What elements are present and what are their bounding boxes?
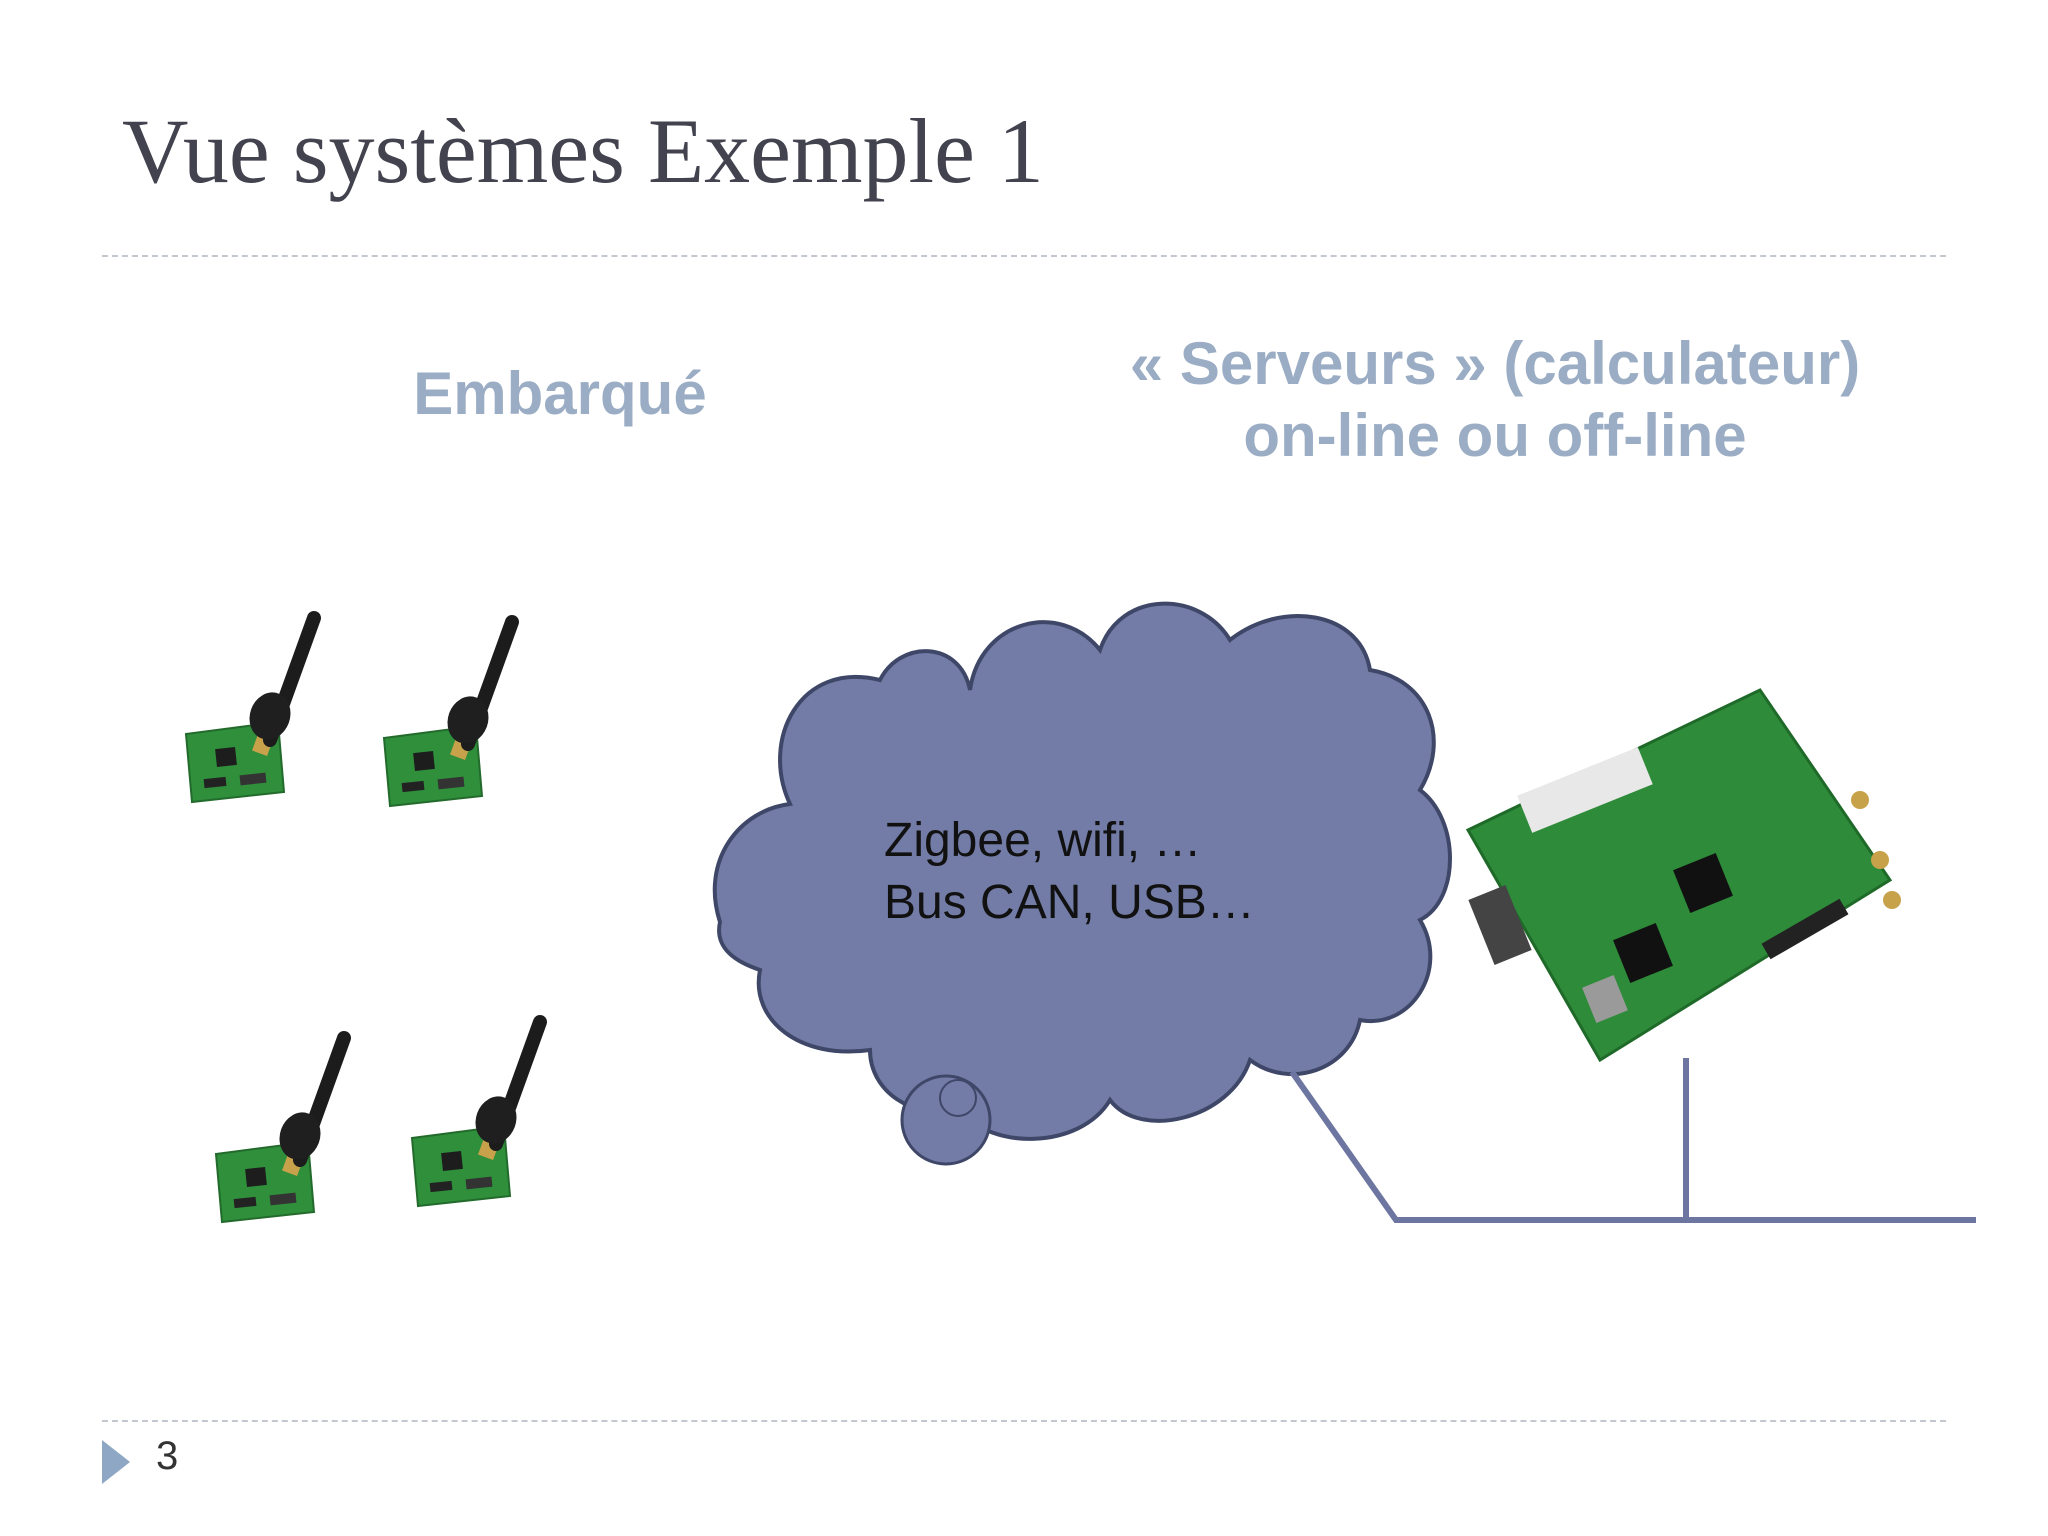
bottom-divider xyxy=(102,1420,1946,1422)
embedded-board-icon xyxy=(1465,688,1901,1063)
network-line xyxy=(1289,1058,1976,1223)
slide-title: Vue systèmes Exemple 1 xyxy=(122,100,1044,202)
embedded-heading: Embarqué xyxy=(413,360,707,427)
top-divider xyxy=(102,255,1946,257)
cloud-line1: Zigbee, wifi, … xyxy=(884,814,1202,867)
cloud-text: Zigbee, wifi, … Bus CAN, USB… xyxy=(884,810,1255,934)
zigbee-module-icon xyxy=(186,618,540,1222)
page-number: 3 xyxy=(156,1434,179,1478)
cloud-line2: Bus CAN, USB… xyxy=(884,876,1255,929)
servers-heading-line1: « Serveurs » (calculateur) xyxy=(1129,330,1861,397)
servers-heading: « Serveurs » (calculateur) on-line ou of… xyxy=(1120,328,1870,472)
servers-heading-line2: on-line ou off-line xyxy=(1243,402,1747,469)
cloud-bubble xyxy=(900,1074,992,1166)
slide-bullet-icon xyxy=(102,1440,130,1484)
